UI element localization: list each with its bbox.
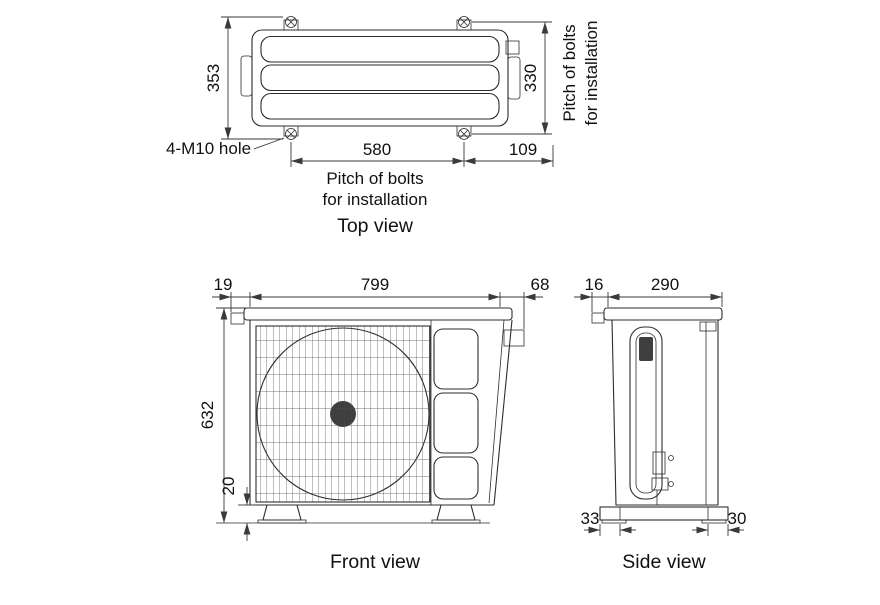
front-right-edge [493,319,513,506]
dim-base-20: 20 [219,477,254,541]
side-base-rail [599,506,729,521]
right-side-step [505,40,520,55]
dim-label-290: 290 [651,275,679,294]
dim-bolt-pitch-580-109: 580 109 [290,140,554,167]
front-top-panel [243,307,513,321]
front-foot-right [436,504,476,521]
pitch-label-bottom-line1: Pitch of bolts [326,169,423,188]
top-view-outline [251,29,509,127]
top-view: 353 330 Pitch of bolts for installation … [166,16,601,237]
service-panel-bottom [433,456,479,500]
valve-cover [503,329,525,347]
side-front-lip [591,312,605,324]
side-top-dimensions: 16 290 [574,275,723,312]
pitch-label-bottom-line2: for installation [323,190,428,209]
service-panel-top [433,328,479,390]
side-handle [639,337,653,361]
side-top-panel [603,307,723,321]
side-view-caption: Side view [622,551,706,573]
top-view-bolts [285,16,470,140]
dim-label-632: 632 [198,401,217,429]
fan-grille-grid [256,326,430,502]
dim-label-30: 30 [728,509,747,528]
bolt-hole-bottom-left [285,128,297,140]
side-view-unit [591,307,729,524]
dim-label-580: 580 [363,140,391,159]
top-view-unit [240,19,521,137]
front-left-bracket [230,312,245,325]
hole-callout-label: 4-M10 hole [166,139,251,158]
dim-label-33: 33 [581,509,600,528]
side-body-outline [611,319,719,506]
pitch-label-right-line2: for installation [582,21,601,126]
bolt-hole-top-left [285,16,297,28]
top-view-caption: Top view [337,215,414,237]
side-view: 16 290 33 30 Side view [574,275,746,573]
base-pad-rear [701,519,727,524]
dim-label-16: 16 [585,275,604,294]
top-slat-3 [260,92,500,120]
side-guard-profile [629,326,663,500]
dim-label-109: 109 [509,140,537,159]
dim-label-20: 20 [219,477,238,496]
side-bracket [699,321,717,332]
dim-label-353: 353 [204,64,223,92]
dim-label-330: 330 [521,64,540,92]
bolt-hole-top-right [458,16,470,28]
side-guard-inner [635,332,657,494]
front-view-unit [216,307,525,524]
base-pad-front [601,519,627,524]
pitch-of-bolts-label-bottom: Pitch of bolts for installation [323,169,428,209]
dim-height-632: 632 [198,307,247,523]
dim-label-799: 799 [361,275,389,294]
top-slat-1 [260,35,500,63]
pitch-of-bolts-label-right: Pitch of bolts for installation [560,21,601,126]
valve-port-upper [668,455,674,461]
front-view-caption: Front view [330,551,421,573]
valve-port-lower [668,481,674,487]
right-side-tab [507,56,521,100]
dim-label-19: 19 [214,275,233,294]
bolt-hole-bottom-right [458,128,470,140]
front-right-seam [488,319,505,504]
front-foot-left [262,504,302,521]
dim-bolt-pitch-330: 330 [472,21,552,135]
fan-grille-frame [255,325,431,503]
hole-callout: 4-M10 hole [166,137,285,158]
hole-callout-leader [253,137,285,150]
side-bottom-dimensions: 33 30 [581,509,747,536]
top-slat-2 [260,64,500,92]
pitch-label-right-line1: Pitch of bolts [560,24,579,121]
left-side-tab [240,55,253,97]
valve-body-upper [652,451,666,475]
front-view: 19 799 68 632 20 Front view [198,275,549,573]
dim-overall-depth-353: 353 [204,16,283,140]
service-panel-middle [433,392,479,454]
dim-label-68: 68 [531,275,550,294]
valve-body-lower [651,477,669,491]
front-top-dimensions: 19 799 68 [212,275,549,329]
